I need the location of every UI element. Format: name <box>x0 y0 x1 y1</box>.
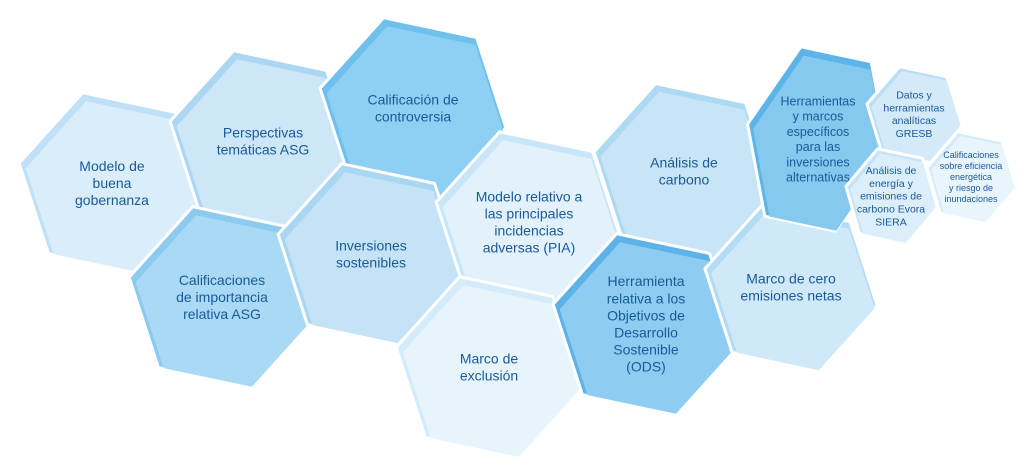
hexagon-body <box>559 242 737 414</box>
hexagon-label-line: GRESB <box>896 128 933 140</box>
hexagon-label-line: Análisis de <box>866 165 917 177</box>
hexagon-label-line: inversiones <box>786 155 849 169</box>
hexagon-label-line: Datos y <box>896 90 932 102</box>
hexagon-label-line: carbono Evora <box>857 204 925 216</box>
hexagon-body <box>600 91 772 258</box>
hexagon-label-line: Modelo relativo a <box>476 188 583 204</box>
hexagon-label-line: emisiones netas <box>740 287 841 303</box>
hexagon-label-line: gobernanza <box>75 192 149 208</box>
hexagon-label-line: las principales <box>485 205 574 221</box>
hexagon-label-line: Análisis de <box>650 154 718 170</box>
hexagon-body <box>284 172 462 344</box>
hexagon-body <box>25 101 203 273</box>
hexagon-label-line: Herramientas <box>780 94 855 108</box>
hexagon-label-line: analíticas <box>892 115 936 127</box>
hexagon-label-line: temáticas ASG <box>217 141 310 157</box>
hexagon-label-line: relativa ASG <box>183 306 261 322</box>
hexagon-label-line: Modelo de <box>79 158 145 174</box>
hexagon-body <box>402 285 580 457</box>
hexagon-body <box>442 140 620 312</box>
hexagon-body <box>326 26 504 198</box>
hexagon-label-line: adversas (PIA) <box>483 240 576 256</box>
hexagon-label-line: Marco de <box>460 350 519 366</box>
hexagon-label-line: relativa a los <box>607 290 686 306</box>
hexagon-label-line: SIERA <box>875 216 907 228</box>
hexagon-label-line: Herramienta <box>607 273 684 289</box>
hexagon-label-line: sobre eficiencia <box>940 161 1003 171</box>
hexagon-label-line: Calificaciones <box>943 150 999 160</box>
hexagon-label-line: emisiones de <box>860 191 922 203</box>
hexagon-label-line: Marco de cero <box>746 270 836 286</box>
hexagon-label-line: (ODS) <box>626 359 666 375</box>
hexagon-label-line: herramientas <box>883 102 944 114</box>
hexagon-label-line: alternativas <box>786 171 850 185</box>
hexagon-label-line: sostenibles <box>336 254 406 270</box>
hexagon-body <box>711 211 875 371</box>
hexagon-label-line: incidencias <box>494 222 563 238</box>
hexagon-label-line: y marcos <box>793 110 844 124</box>
hexagon-body <box>176 59 354 231</box>
hexagon-label-line: y riesgo de <box>949 183 993 193</box>
hexagon-label-line: Calificación de <box>367 91 458 107</box>
hexagon-label-line: Inversiones <box>335 237 407 253</box>
hexagon-body <box>850 153 936 243</box>
hexagon-label-line: Perspectivas <box>223 124 303 140</box>
hexagon-label-line: Objetivos de <box>607 307 685 323</box>
hexagon-label-line: controversia <box>375 108 451 124</box>
hexagon-label-line: buena <box>93 175 132 191</box>
hexagon-label-line: energía y <box>869 178 914 190</box>
hexagon-label-line: energética <box>950 172 992 182</box>
hexagon-label-line: inundaciones <box>944 194 998 204</box>
hexagon-label-line: Desarrollo <box>614 324 678 340</box>
hexagon-label-line: exclusión <box>460 367 518 383</box>
hexagon-label-line: carbono <box>659 171 710 187</box>
hexagon-label-line: específicos <box>787 125 850 139</box>
hexagon-label-line: Calificaciones <box>179 272 265 288</box>
hexagon-body <box>931 135 1015 223</box>
hexagon-label-line: Sostenible <box>613 342 679 358</box>
hexagon-label-line: de importancia <box>176 289 268 305</box>
hexagon-body <box>135 215 313 387</box>
hexagon-label-line: para las <box>796 140 840 154</box>
hexagon-body <box>871 71 961 162</box>
